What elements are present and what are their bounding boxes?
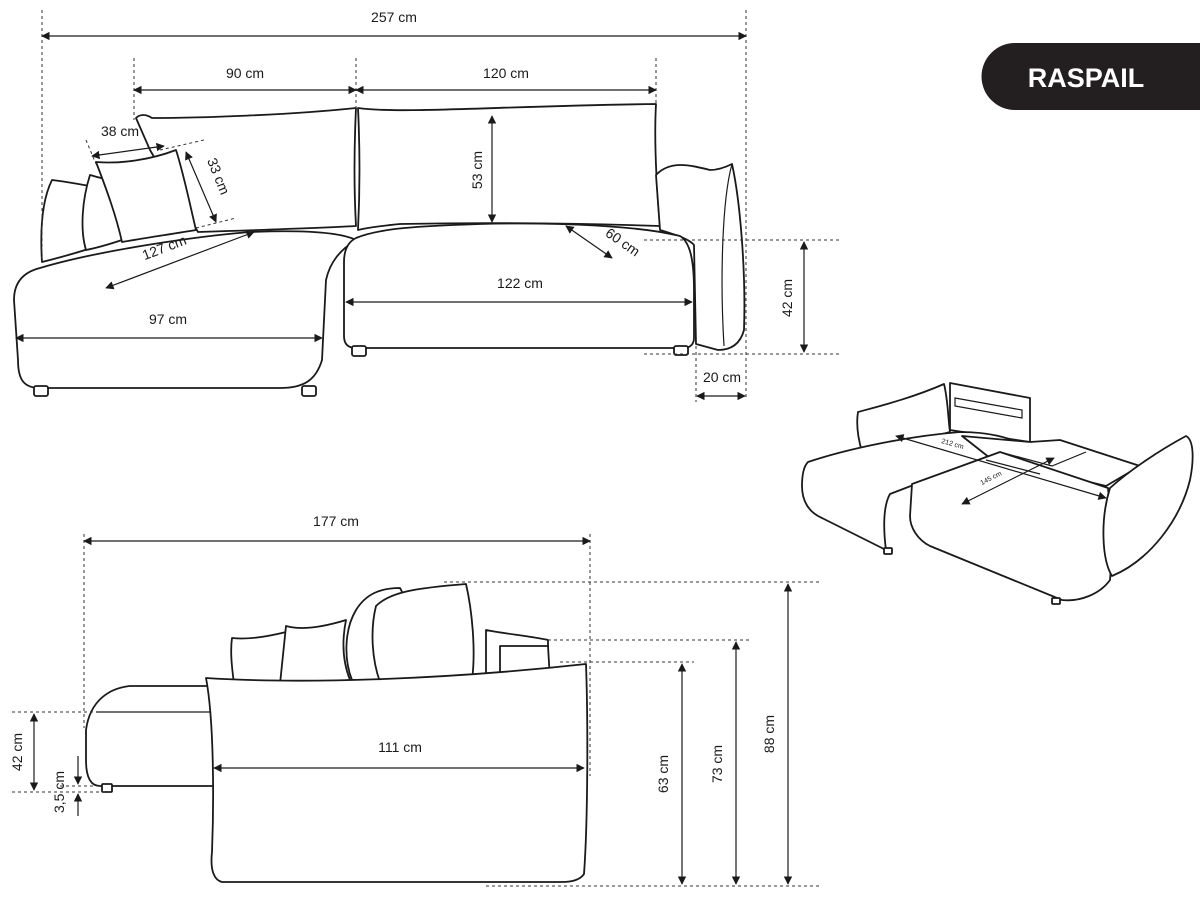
label-total-width: 257 cm <box>371 9 417 25</box>
dim-line-seat-depth <box>565 225 613 259</box>
front-view-dimensions: 257 cm 90 cm 120 cm 38 cm 33 cm 127 cm 9… <box>15 9 842 402</box>
bed-leg-2 <box>1051 597 1061 605</box>
dim-line-bed-width <box>961 457 1055 505</box>
chaise-leg-left <box>33 385 49 397</box>
label-leg-height: 3,5 cm <box>51 771 67 813</box>
side-chaise <box>85 685 215 787</box>
dim-line-chaise-depth <box>105 230 255 290</box>
brand-name: RASPAIL <box>1028 63 1145 93</box>
label-total-height: 88 cm <box>761 715 777 753</box>
side-pillow-2 <box>279 619 351 685</box>
label-main-seat-width: 122 cm <box>497 275 543 291</box>
right-arm-pillow-edge <box>721 163 733 347</box>
brand-badge-shape <box>981 43 1200 110</box>
chaise-leg-right <box>301 385 317 397</box>
bed-right-arm <box>1102 435 1194 577</box>
label-chaise-width: 97 cm <box>149 311 187 327</box>
dim-line-cushion-width <box>91 142 165 160</box>
main-seat-leg-left <box>351 345 367 357</box>
label-back-height: 73 cm <box>709 745 725 783</box>
label-total-depth: 177 cm <box>313 513 359 529</box>
dim-line-cushion-height <box>185 151 217 223</box>
main-seat-leg-right <box>673 345 689 356</box>
side-view-dimensions: 177 cm 42 cm 3,5 cm 111 cm 63 cm 73 cm 8… <box>9 513 820 887</box>
side-chaise-leg <box>101 783 113 793</box>
label-front-width: 111 cm <box>378 739 422 755</box>
label-main-back-width: 120 cm <box>483 65 529 81</box>
label-chaise-back-width: 90 cm <box>226 65 264 81</box>
brand-badge: RASPAIL <box>981 43 1200 110</box>
side-pillow-large-front <box>371 583 475 683</box>
label-side-seat-height: 42 cm <box>9 733 25 771</box>
label-cushion-width: 38 cm <box>101 123 139 139</box>
bed-view-sofa: 212 cm 145 cm <box>801 382 1194 605</box>
bed-leg-1 <box>883 547 893 555</box>
side-front-block <box>205 663 589 883</box>
bed-headboard-slot <box>954 397 1023 419</box>
label-armrest-width: 20 cm <box>703 369 741 385</box>
label-armrest-height: 63 cm <box>655 755 671 793</box>
label-seat-height: 42 cm <box>779 279 795 317</box>
side-view-sofa <box>85 583 589 883</box>
main-back-cushion <box>357 103 661 231</box>
label-back-cushion-height: 53 cm <box>469 151 485 189</box>
